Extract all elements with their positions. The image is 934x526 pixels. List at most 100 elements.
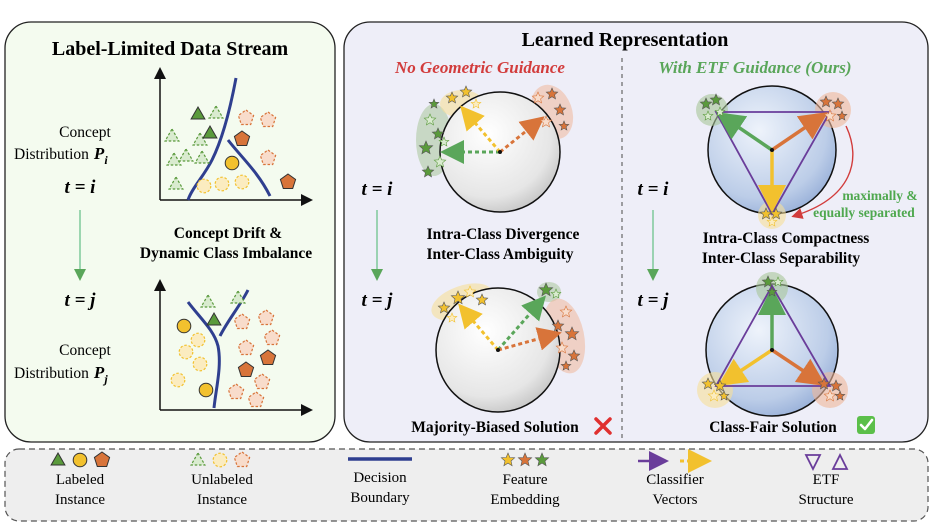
etf-i-green-vector — [716, 112, 773, 152]
feature-star — [772, 276, 784, 287]
etf-j-yellow-vector — [718, 348, 773, 386]
feature-star — [423, 113, 437, 126]
unlabeled-circle — [190, 332, 206, 348]
feature-star — [431, 127, 445, 140]
feature-star — [823, 109, 837, 122]
unlabeled-triangle — [190, 451, 206, 466]
feature-star — [714, 106, 726, 117]
green-check-icon — [857, 416, 875, 434]
ng-j-yellow-vector — [458, 303, 500, 351]
right-panel: Learned Representation No Geometric Guid… — [343, 21, 929, 443]
etf-sphere-i — [696, 85, 854, 229]
feature-star — [531, 91, 545, 104]
feature-star — [534, 452, 550, 467]
concept-j-line1: Concept — [59, 342, 111, 359]
ng-i-stars — [418, 85, 570, 178]
feature-star — [545, 87, 559, 100]
labeled-pentagon — [93, 451, 111, 467]
legend-labeled-icons — [50, 451, 111, 468]
etf-j-orange-vector — [771, 348, 826, 386]
feature-star — [517, 452, 533, 467]
ng-j-origin — [496, 348, 500, 352]
unlabeled-pentagon — [253, 373, 271, 390]
legend-labeled-line2: Instance — [55, 492, 105, 508]
unlabeled-pentagon — [233, 313, 251, 330]
legend-boundary-line2: Boundary — [350, 490, 410, 506]
feature-star — [418, 140, 434, 155]
etf-i-separation-arrow — [791, 125, 854, 219]
ng-caption-line2: Inter-Class Ambiguity — [426, 246, 573, 263]
feature-star — [823, 389, 837, 402]
feature-star — [709, 93, 723, 106]
unlabeled-triangle — [166, 151, 182, 166]
unlabeled-circle — [170, 372, 186, 388]
etf-note-line1: maximally & — [842, 188, 917, 203]
unlabeled-pentagon — [259, 111, 277, 128]
legend: Labeled Instance Unlabeled Instance Deci… — [4, 448, 929, 522]
feature-star — [553, 103, 567, 116]
feature-star — [829, 379, 843, 392]
legend-etf-line1: ETF — [813, 472, 840, 488]
ng-i-yellow-vector — [460, 105, 502, 153]
feature-star — [500, 452, 516, 467]
feature-star — [551, 319, 565, 332]
concept-i-line1: Concept — [59, 124, 111, 141]
scatter-plot-i — [154, 67, 313, 206]
legend-etf-down-triangle — [804, 454, 822, 472]
labeled-triangle — [50, 451, 66, 466]
plot-i-boundary-branch — [226, 139, 272, 197]
unlabeled-triangle — [208, 104, 224, 119]
etf-note-line2: equally separated — [813, 205, 915, 220]
legend-unlabeled-icons — [190, 451, 251, 468]
unlabeled-pentagon — [237, 109, 255, 126]
plot-j-boundary-main — [186, 301, 221, 409]
time-i-left: t = i — [65, 177, 97, 198]
legend-feature-stars — [500, 452, 550, 467]
feature-star — [707, 389, 721, 402]
scatter-plot-j — [154, 279, 313, 416]
labeled-triangle — [202, 124, 218, 139]
feature-star — [834, 390, 846, 401]
feature-star — [560, 360, 572, 371]
unlabeled-circle — [178, 344, 194, 360]
etf-i-origin — [770, 148, 774, 152]
unlabeled-pentagon — [247, 391, 265, 408]
feature-star — [463, 285, 477, 298]
legend-unlabeled-line2: Instance — [197, 492, 247, 508]
time-j-left: t = j — [65, 290, 97, 311]
feature-star — [438, 136, 450, 147]
plot-i-points — [164, 104, 297, 194]
etf-sphere-j — [697, 272, 848, 417]
unlabeled-pentagon — [257, 309, 275, 326]
legend-etf-line2: Structure — [799, 492, 854, 508]
labeled-circle — [176, 318, 192, 334]
feature-star — [470, 98, 482, 109]
feature-star — [558, 120, 570, 131]
drift-line2: Dynamic Class Imbalance — [140, 245, 312, 262]
unlabeled-triangle — [230, 289, 246, 304]
feature-star — [475, 293, 489, 306]
feature-star — [702, 110, 714, 121]
feature-star — [459, 85, 473, 98]
etf-caption-line1: Intra-Class Compactness — [703, 230, 870, 247]
etf-i-triangle — [714, 111, 832, 216]
left-panel-title: Label-Limited Data Stream — [52, 38, 289, 60]
plot-i-boundary-main — [186, 77, 238, 201]
ng-j-orange-vector — [497, 327, 562, 352]
unlabeled-triangle — [200, 293, 216, 308]
legend-feature-line2: Embedding — [490, 492, 560, 508]
labeled-triangle — [206, 311, 222, 326]
feature-star — [567, 349, 581, 362]
legend-box — [4, 448, 929, 522]
plot-j-points — [170, 289, 281, 408]
etf-j-origin — [770, 348, 774, 352]
etf-i-orange-vector — [771, 112, 828, 152]
etf-i-orange-cluster — [815, 92, 851, 128]
ng-j-stars — [437, 282, 581, 371]
unlabeled-circle — [234, 174, 250, 190]
unlabeled-pentagon — [237, 339, 255, 356]
unlabeled-pentagon — [263, 329, 281, 346]
feature-star — [564, 326, 580, 341]
etf-result: Class-Fair Solution — [709, 419, 837, 436]
